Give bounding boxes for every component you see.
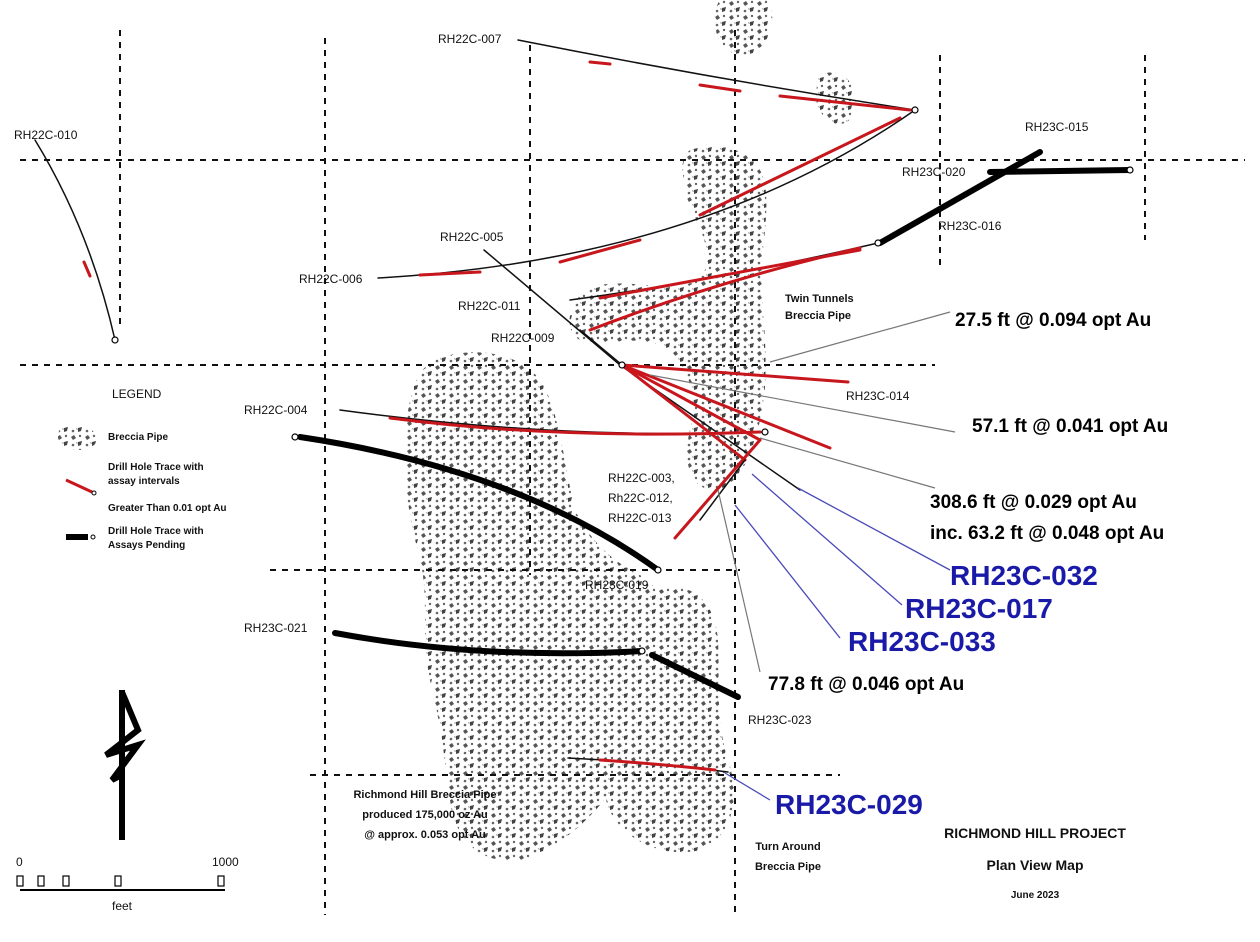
turn-around-label-2: Breccia Pipe	[755, 861, 821, 873]
legend: LEGEND Breccia Pipe Drill Hole Trace wit…	[58, 387, 227, 551]
assay-63-2: inc. 63.2 ft @ 0.048 opt Au	[930, 523, 1164, 544]
label-rh22c-011: RH22C-011	[458, 299, 521, 313]
breccia-richmond-hill	[403, 352, 664, 861]
label-rh22c-012: Rh22C-012,	[608, 491, 673, 505]
assay-308-6: 308.6 ft @ 0.029 opt Au	[930, 492, 1137, 513]
richmond-hill-label: Richmond Hill Breccia Pipe	[353, 789, 496, 801]
project-name: RICHMOND HILL PROJECT	[944, 825, 1126, 841]
label-rh23c-015: RH23C-015	[1025, 120, 1089, 134]
project-subtitle: Plan View Map	[987, 857, 1084, 873]
scale-bar: 0 1000 feet	[16, 855, 239, 913]
label-rh23c-017: RH23C-017	[905, 593, 1053, 624]
legend-red-swatch	[65, 478, 93, 494]
trace-rh23c-023	[649, 652, 741, 700]
legend-breccia-swatch	[58, 426, 98, 450]
legend-title: LEGEND	[112, 387, 162, 401]
label-rh23c-019: RH23C-019	[585, 578, 649, 592]
trace-rh22c-006	[377, 109, 916, 279]
scale-end: 1000	[212, 855, 239, 869]
project-date: June 2023	[1011, 890, 1060, 901]
scale-start: 0	[16, 855, 23, 869]
legend-breccia-label: Breccia Pipe	[108, 432, 168, 443]
assay-labels: 27.5 ft @ 0.094 opt Au 57.1 ft @ 0.041 o…	[768, 310, 1168, 695]
trace-rh22c-009	[579, 329, 623, 366]
scale-unit: feet	[112, 899, 133, 913]
label-rh23c-033: RH23C-033	[848, 626, 996, 657]
label-rh23c-029: RH23C-029	[775, 789, 923, 820]
leader-lines	[649, 311, 956, 673]
breccia-small	[815, 72, 856, 125]
label-rh22c-009: RH22C-009	[491, 331, 555, 345]
trace-rh23c-015	[877, 149, 1043, 246]
twin-tunnels-label-2: Breccia Pipe	[785, 310, 851, 322]
legend-black-label-2: Assays Pending	[108, 540, 185, 551]
label-rh22c-007: RH22C-007	[438, 32, 502, 46]
richmond-hill-label-3: @ approx. 0.053 opt Au	[364, 829, 486, 841]
label-rh22c-010: RH22C-010	[14, 128, 78, 142]
title-block: RICHMOND HILL PROJECT Plan View Map June…	[944, 825, 1126, 901]
legend-red-label-3: Greater Than 0.01 opt Au	[108, 503, 227, 514]
label-rh22c-004: RH22C-004	[244, 403, 308, 417]
label-rh23c-032: RH23C-032	[950, 560, 1098, 591]
label-rh22c-005: RH22C-005	[440, 230, 504, 244]
label-rh23c-014: RH23C-014	[846, 389, 910, 403]
label-rh22c-013: RH22C-013	[608, 511, 672, 525]
assay-57-1: 57.1 ft @ 0.041 opt Au	[972, 416, 1168, 437]
label-rh22c-003: RH22C-003,	[608, 471, 675, 485]
pointer-lines	[724, 473, 951, 801]
turn-around-label: Turn Around	[755, 841, 820, 853]
label-rh22c-006: RH22C-006	[299, 272, 363, 286]
label-rh23c-021: RH23C-021	[244, 621, 308, 635]
drill-traces	[34, 39, 1134, 773]
breccia-top	[715, 0, 773, 55]
trace-rh23c-020	[987, 167, 1133, 175]
grid-lines	[20, 30, 1245, 915]
trace-rh22c-007	[517, 39, 916, 111]
new-hole-labels: RH23C-032 RH23C-017 RH23C-033 RH23C-029	[775, 560, 1098, 820]
legend-red-label-1: Drill Hole Trace with	[108, 462, 204, 473]
trace-rh22c-010	[34, 139, 116, 341]
north-arrow-icon	[104, 690, 146, 840]
trace-rh23c-021	[332, 630, 645, 657]
assay-77-8: 77.8 ft @ 0.046 opt Au	[768, 674, 964, 695]
label-rh23c-020: RH23C-020	[902, 165, 966, 179]
hole-labels: RH22C-007 RH22C-010 RH23C-015 RH23C-020 …	[14, 32, 1089, 727]
legend-red-label-2: assay intervals	[108, 476, 180, 487]
richmond-hill-label-2: produced 175,000 oz Au	[362, 809, 488, 821]
feature-labels: Twin Tunnels Breccia Pipe Richmond Hill …	[353, 293, 853, 873]
label-rh23c-023: RH23C-023	[748, 713, 812, 727]
breccia-turn-around	[604, 587, 734, 853]
label-rh23c-016: RH23C-016	[938, 219, 1002, 233]
trace-rh23c-019	[297, 434, 661, 573]
legend-black-label-1: Drill Hole Trace with	[108, 526, 204, 537]
twin-tunnels-label: Twin Tunnels	[785, 293, 854, 305]
assay-27-5: 27.5 ft @ 0.094 opt Au	[955, 310, 1151, 331]
